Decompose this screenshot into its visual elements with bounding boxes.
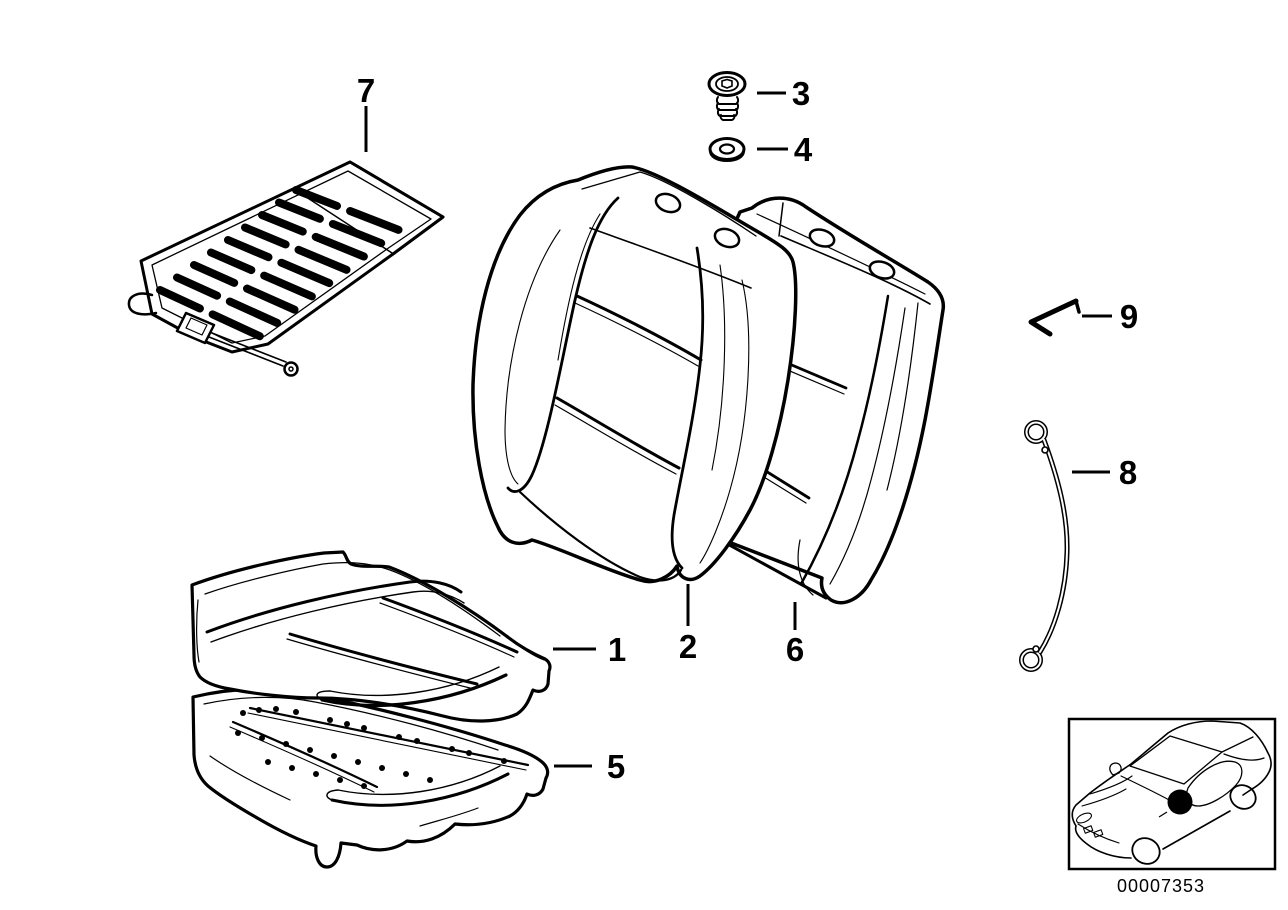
callout-label-8[interactable]: 8 xyxy=(1119,454,1137,491)
callout-5: 5 xyxy=(554,748,625,785)
callout-4: 4 xyxy=(757,131,813,168)
callout-label-6[interactable]: 6 xyxy=(786,631,804,668)
callout-6: 6 xyxy=(786,602,804,668)
callout-label-9[interactable]: 9 xyxy=(1120,298,1138,335)
callout-label-5[interactable]: 5 xyxy=(607,748,625,785)
callout-1: 1 xyxy=(553,631,626,668)
perforation-dots xyxy=(235,706,507,789)
callout-label-7[interactable]: 7 xyxy=(357,72,375,109)
callout-label-3[interactable]: 3 xyxy=(792,75,810,112)
screw-drawing xyxy=(707,71,747,121)
diagram-number: 00007353 xyxy=(1117,876,1205,896)
callout-label-1[interactable]: 1 xyxy=(608,631,626,668)
seat-heating-element-drawing xyxy=(127,160,445,377)
seat-cushion-cover-drawing xyxy=(190,550,552,723)
car-outline-icon xyxy=(1071,720,1272,865)
callout-7: 7 xyxy=(357,72,375,152)
callout-label-2[interactable]: 2 xyxy=(679,628,697,665)
callout-8: 8 xyxy=(1072,454,1137,491)
callout-9: 9 xyxy=(1082,298,1138,335)
seat-position-marker xyxy=(1167,789,1193,815)
retaining-rod-drawing xyxy=(1019,420,1070,672)
callout-2: 2 xyxy=(679,584,697,665)
backrest-cover-drawing xyxy=(471,165,798,584)
marker-tail xyxy=(1158,811,1168,818)
washer-drawing xyxy=(708,137,746,163)
seat-pad-drawing xyxy=(191,687,550,869)
car-position-thumbnail[interactable] xyxy=(1067,717,1277,871)
callout-label-4[interactable]: 4 xyxy=(794,131,813,168)
clamp-clip-drawing xyxy=(1028,298,1081,337)
callout-3: 3 xyxy=(757,75,810,112)
